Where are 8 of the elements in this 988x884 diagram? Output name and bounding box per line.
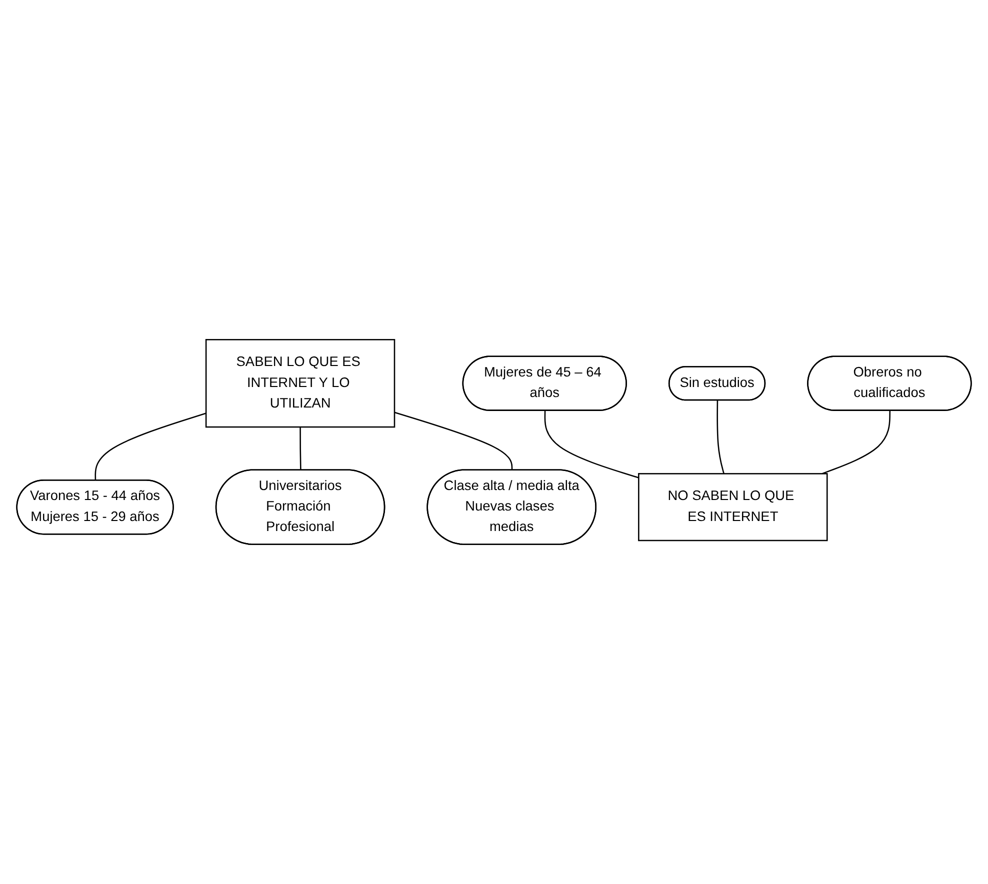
- connector: [94, 412, 206, 481]
- connector: [822, 410, 891, 474]
- connector: [300, 427, 302, 470]
- connector: [716, 400, 724, 474]
- node-box: SABEN LO QUE ES INTERNET Y LO UTILIZAN: [205, 339, 396, 428]
- connector: [544, 410, 639, 478]
- node-box: NO SABEN LO QUE ES INTERNET: [638, 473, 828, 542]
- connector: [394, 412, 513, 470]
